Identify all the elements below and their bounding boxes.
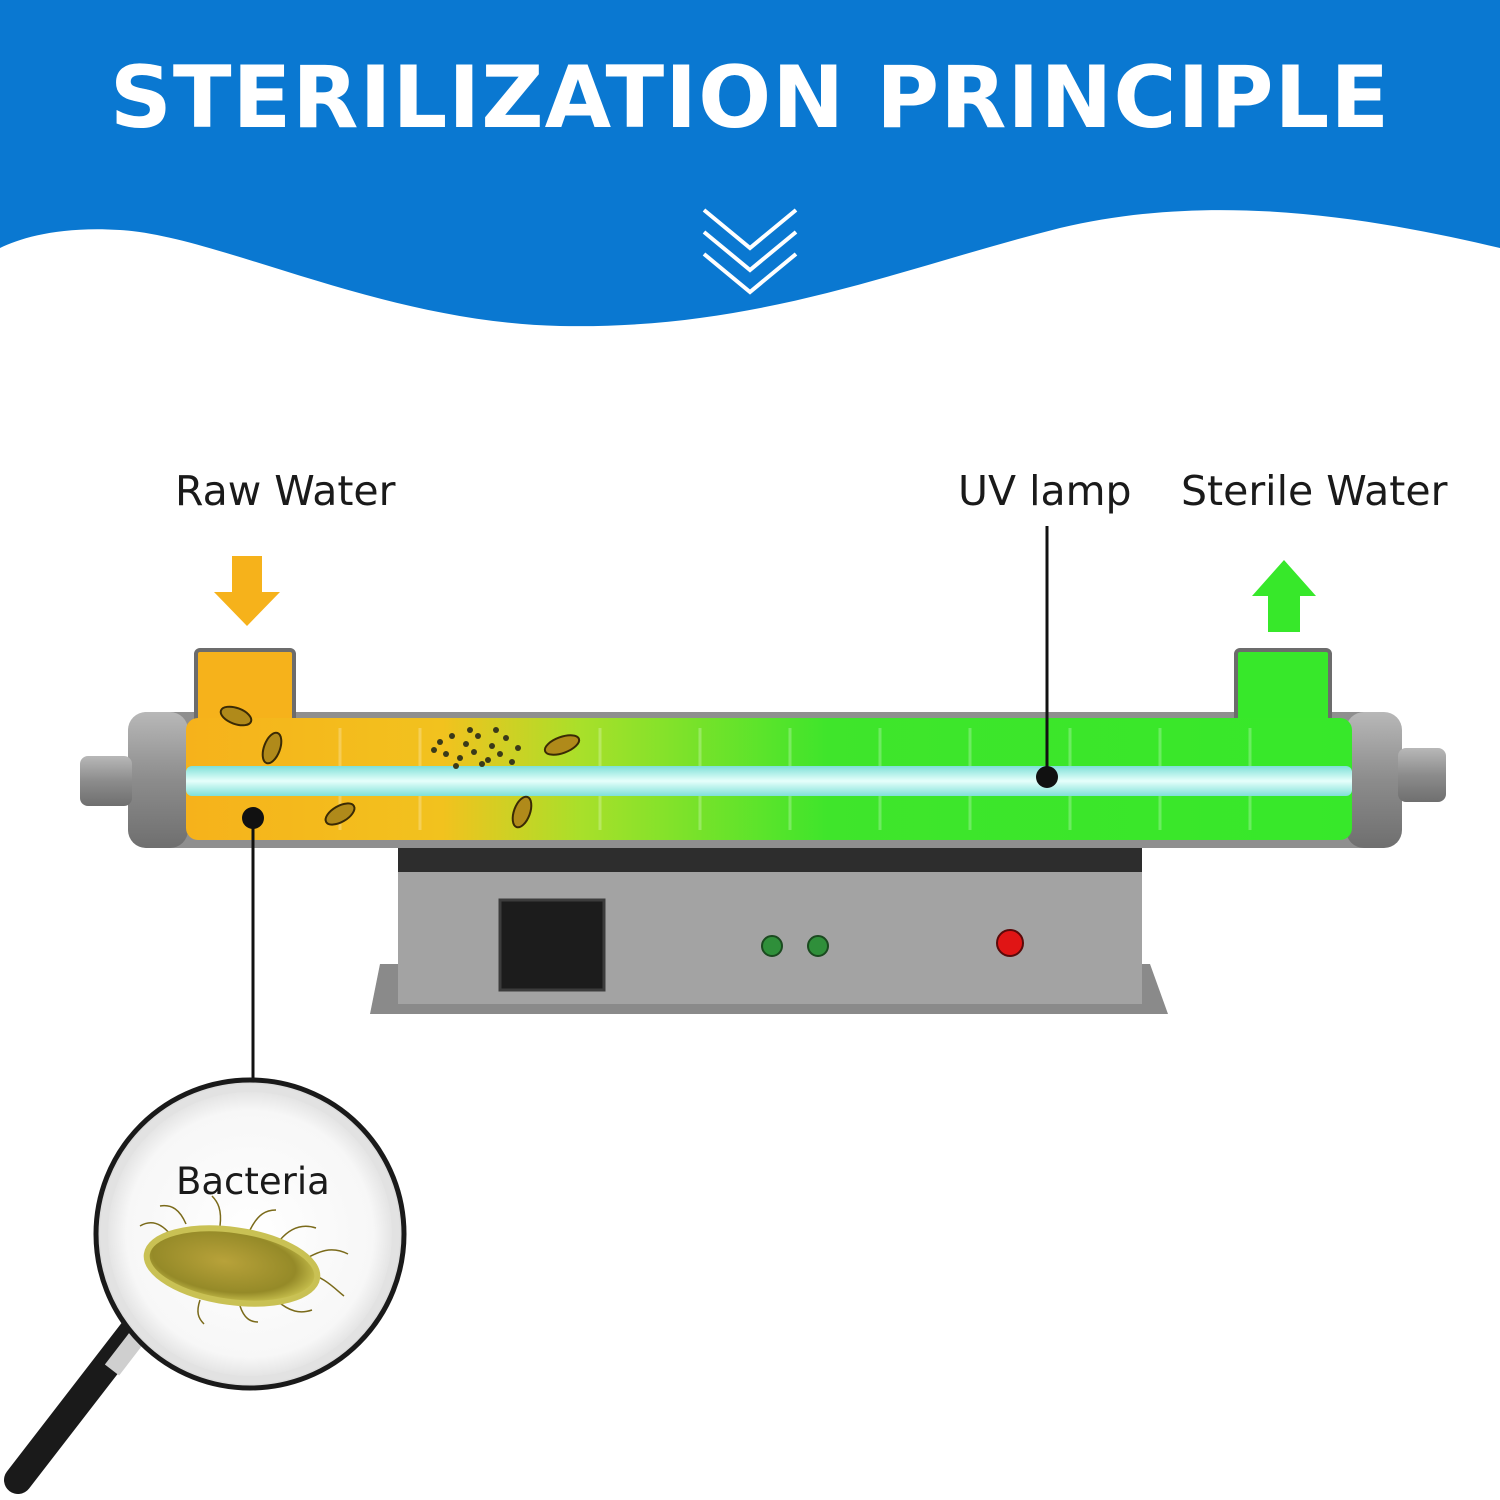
dead-bacteria-cluster	[431, 727, 521, 769]
uv-lamp-tube	[186, 766, 1352, 796]
arrow-up-icon	[1252, 560, 1316, 632]
left-end-cap	[128, 712, 188, 848]
arrow-down-icon	[214, 556, 280, 626]
mount-bracket	[398, 848, 1142, 872]
bacteria-label: Bacteria	[176, 1160, 330, 1203]
power-switch	[498, 898, 606, 992]
banner-wave	[0, 0, 1500, 327]
right-end-cap	[1346, 712, 1402, 848]
left-connector	[80, 756, 132, 806]
indicator-light-red	[996, 929, 1024, 957]
indicator-light-green-2	[807, 935, 829, 957]
uv-lamp-pointer-dot	[1036, 766, 1058, 788]
bacteria-particles	[219, 705, 581, 829]
indicator-light-green-1	[761, 935, 783, 957]
header-banner	[0, 0, 1500, 327]
page-title: STERILIZATION PRINCIPLE	[109, 48, 1391, 148]
raw-water-label: Raw Water	[175, 467, 396, 515]
bacterium-illustration	[139, 1195, 349, 1325]
uv-lamp-label: UV lamp	[958, 467, 1132, 515]
right-connector	[1398, 748, 1446, 802]
sterile-water-label: Sterile Water	[1181, 467, 1448, 515]
triple-chevron-down-icon	[702, 208, 798, 295]
